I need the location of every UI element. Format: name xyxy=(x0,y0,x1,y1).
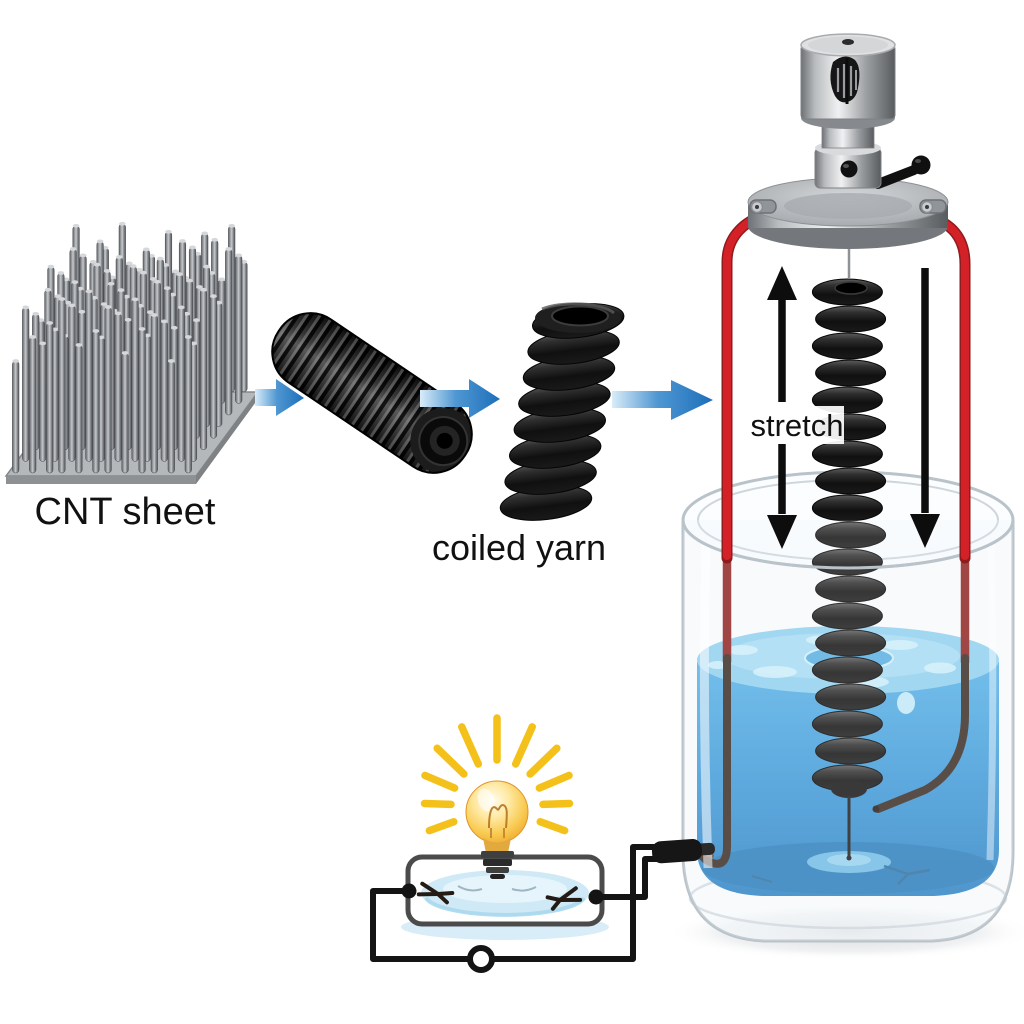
coiled-yarn-label: coiled yarn xyxy=(432,527,606,568)
light-ray-icon xyxy=(511,723,536,768)
down-arrowhead-left xyxy=(767,515,797,549)
clamp-lever xyxy=(873,165,919,189)
light-ray-icon xyxy=(458,723,483,768)
light-ray-icon xyxy=(425,817,458,835)
light-ray-icon xyxy=(433,744,468,778)
right-terminal-dot xyxy=(588,889,604,905)
beaker-coil-opening xyxy=(834,281,868,295)
cnt-base-plate-side-edge xyxy=(196,392,258,484)
light-ray-icon xyxy=(536,817,569,835)
right-wire-port xyxy=(919,199,947,214)
bulb-circuit xyxy=(370,714,715,973)
light-ray-icon xyxy=(539,799,574,809)
light-ray-icon xyxy=(420,799,455,809)
beaker-front-rim xyxy=(681,519,1015,570)
motor-spindle-mount xyxy=(747,33,949,249)
up-arrowhead xyxy=(767,266,797,300)
bulb-neck xyxy=(483,838,511,853)
cnt-sheet-illustration: CNT sheet xyxy=(4,221,260,533)
stretch-label: stretch xyxy=(750,408,843,443)
electrolyte-liquid xyxy=(697,626,999,896)
bulb-filament xyxy=(488,803,508,829)
left-clip-mark xyxy=(416,881,455,905)
cap-grooves xyxy=(830,56,860,104)
down-arrowhead-right xyxy=(910,514,940,548)
cap-top-hole xyxy=(842,39,854,45)
left-wire-port xyxy=(749,199,777,214)
twisted-yarn-roll-illustration xyxy=(271,312,477,475)
twisted-yarn-end-spiral xyxy=(410,408,477,475)
light-ray-icon xyxy=(526,744,561,778)
process-arrow-3-icon xyxy=(612,380,713,420)
light-ray-icon xyxy=(421,771,459,792)
circuit-wire-bottom xyxy=(370,844,659,962)
light-ray-icon xyxy=(535,771,573,792)
coiled-yarn-coils xyxy=(499,303,625,521)
right-electrode-wire xyxy=(874,654,969,813)
circuit-terminal-node xyxy=(467,945,495,973)
bulb-screw-base xyxy=(481,851,514,879)
stretch-direction-arrows: stretch xyxy=(750,266,940,549)
process-arrow-1-icon xyxy=(255,379,304,416)
glass-front-sheen xyxy=(683,520,1013,941)
cnt-base-plate-front-edge xyxy=(6,476,196,484)
process-arrow-2-icon xyxy=(420,379,500,418)
right-clip-mark xyxy=(545,886,583,911)
beaker-apparatus: stretch xyxy=(665,33,1024,960)
circuit-wire-right xyxy=(595,856,659,900)
light-bulb-icon xyxy=(465,780,529,879)
collar-set-screw-hole xyxy=(840,160,858,178)
bulb-light-rays xyxy=(420,714,574,835)
bulb-glass xyxy=(465,780,529,844)
coiled-yarn-opening xyxy=(551,305,609,327)
coiled-yarn-illustration: coiled yarn xyxy=(432,302,625,568)
left-terminal-dot xyxy=(401,883,417,899)
cnt-sheet-label: CNT sheet xyxy=(35,491,216,533)
cnt-nanotube-forest xyxy=(12,221,248,474)
beaker-plug-connector xyxy=(651,839,715,864)
